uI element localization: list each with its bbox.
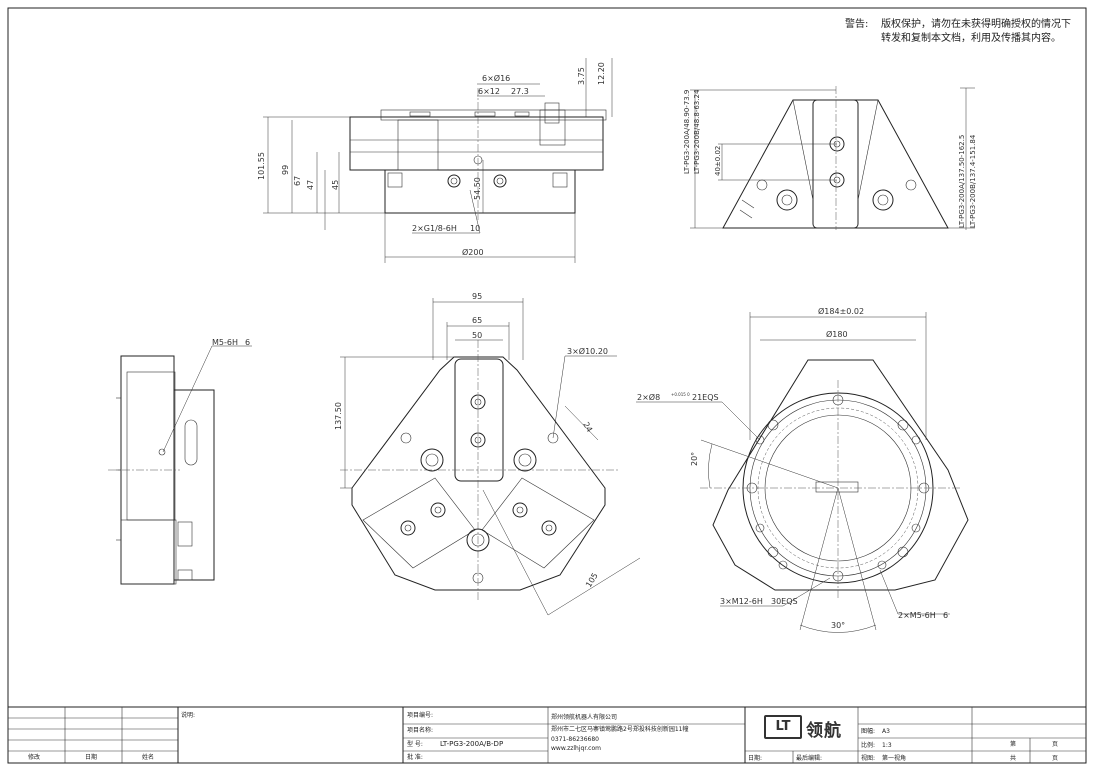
remark-label: 说明: — [181, 712, 196, 719]
dim-200a-left: LT-PG3-200A/48.90-73.9 — [683, 90, 691, 174]
sheet-size-label: 图幅: — [861, 728, 876, 735]
dim-99: 99 — [281, 165, 290, 175]
dim-67: 67 — [293, 176, 302, 186]
dim-6x12: 6×12 — [478, 87, 500, 96]
dim-d200: Ø200 — [462, 247, 484, 257]
dim-45: 45 — [331, 180, 340, 190]
dim-105: 105 — [584, 571, 600, 589]
warning-label: 警告: — [845, 19, 869, 30]
company-website: www.zzlhjqr.com — [551, 745, 601, 752]
dim-200b-right: LT-PG3-200B/137.4-151.84 — [969, 134, 977, 228]
dim-m12: 3×M12-6H — [720, 597, 763, 606]
right-view-dim-labels: LT-PG3-200A/48.90-73.9 LT-PG3-200B/48.8-… — [683, 89, 977, 228]
copyright-warning: 警告: 版权保护，请勿在未获得明确授权的情况下转发和复制本文档，利用及传播其内容。 — [845, 18, 1085, 46]
dim-port-depth: 10 — [470, 224, 480, 233]
dim-2xd8: 2×Ø8 — [637, 392, 660, 402]
dim-27-3: 27.3 — [511, 87, 529, 96]
approve-label: 批 准: — [407, 754, 423, 761]
left-side-view — [108, 345, 252, 585]
title-block-frame — [8, 706, 1086, 763]
last-edit-label: 最后编辑: — [796, 755, 823, 762]
dim-m5-depth: 6 — [943, 611, 948, 620]
model-label: 型 号: — [407, 741, 423, 748]
dim-30deg: 30° — [831, 621, 845, 630]
dim-m12-depth: 30EQS — [771, 597, 798, 606]
dim-d180: Ø180 — [826, 329, 848, 339]
warning-text: 版权保护，请勿在未获得明确授权的情况下转发和复制本文档，利用及传播其内容。 — [881, 19, 1071, 44]
dim-2xm5: 2×M5-6H — [898, 611, 936, 620]
company-name: 郑州领航机器人有限公司 — [551, 714, 618, 721]
project-name-label: 项目名称: — [407, 727, 434, 734]
dim-6xd16: 6×Ø16 — [482, 73, 510, 83]
company-logo-name: 领航 — [806, 721, 842, 741]
front-view — [340, 298, 641, 616]
dim-47: 47 — [306, 180, 315, 190]
dim-101-55: 101.55 — [257, 152, 266, 180]
dim-3-75: 3.75 — [577, 67, 586, 85]
dim-m5: M5-6H — [212, 338, 238, 347]
date-label: 日期: — [748, 755, 763, 762]
dim-40: 40±0.02 — [714, 146, 722, 176]
top-elevation-view — [263, 58, 613, 263]
dim-d184: Ø184±0.02 — [818, 306, 864, 316]
company-phone: 0371-86236680 — [551, 736, 599, 743]
side-view-dim-labels: M5-6H 6 — [212, 338, 250, 347]
view-label: 视图: — [861, 755, 876, 762]
dim-3xd10: 3×Ø10.20 — [567, 346, 608, 356]
page-label-end: 页 — [1052, 741, 1059, 748]
company-logo-mark: LT — [764, 715, 802, 739]
back-view-dim-labels: Ø184±0.02 Ø180 2×Ø8 +0.015 0 21EQS 20° 3… — [637, 306, 948, 630]
model-value: LT-PG3-200A/B-DP — [440, 740, 504, 748]
dim-port: 2×G1/8-6H — [412, 224, 457, 233]
dim-pin-tol: +0.015 0 — [671, 392, 690, 397]
dim-95: 95 — [472, 292, 482, 301]
dim-12-20: 12.20 — [597, 62, 606, 85]
dim-137-50: 137.50 — [334, 402, 343, 430]
top-view-dim-labels: 6×Ø16 6×12 27.3 3.75 12.20 101.55 99 67 … — [257, 62, 606, 257]
scale-value: 1:3 — [882, 742, 892, 749]
total-label-end: 页 — [1052, 755, 1059, 762]
view-value: 第一视角 — [882, 755, 907, 762]
page-label-start: 第 — [1010, 741, 1017, 748]
dim-65: 65 — [472, 316, 482, 325]
dim-200b-left: LT-PG3-200B/48.8-63.24 — [693, 89, 701, 174]
sheet-size: A3 — [882, 728, 890, 735]
dim-20deg: 20° — [690, 452, 699, 466]
project-no-label: 项目编号: — [407, 712, 434, 719]
dim-pin-depth: 21EQS — [692, 393, 719, 402]
right-elevation-view — [690, 86, 975, 230]
total-label-start: 共 — [1010, 755, 1017, 762]
company-address: 郑州市二七区马寨镇莺鹏路2号郑投科技创新园11幢 — [551, 726, 689, 733]
dim-m5-depth: 6 — [245, 338, 250, 347]
back-view — [636, 312, 969, 633]
col-date: 日期 — [85, 754, 98, 761]
sheet-border — [7, 7, 1087, 764]
col-modify: 修改 — [28, 754, 41, 761]
scale-label: 比例: — [861, 742, 876, 749]
col-name: 姓名 — [142, 754, 155, 761]
dim-54-50: 54.50 — [473, 177, 482, 200]
dim-50: 50 — [472, 331, 482, 340]
dim-200a-right: LT-PG3-200A/137.50-162.5 — [958, 135, 966, 228]
dim-24: 24 — [581, 421, 594, 434]
